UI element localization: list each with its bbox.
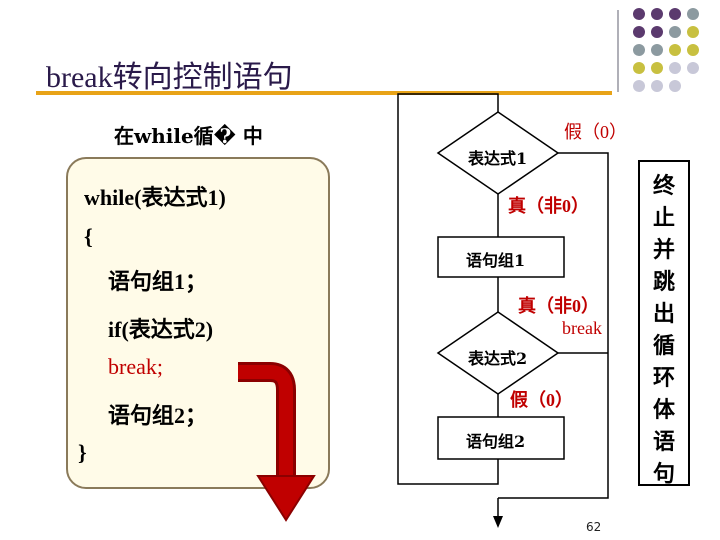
break-label: break bbox=[562, 318, 602, 338]
side-note-char: 环 bbox=[652, 365, 675, 391]
side-note-char: 循 bbox=[652, 333, 675, 359]
code-line-while: while(表达式1) bbox=[84, 185, 226, 210]
section-subtitle: 在while循� 中 bbox=[114, 124, 263, 148]
code-line-break: break; bbox=[108, 354, 163, 379]
code-line-if: if(表达式2) bbox=[108, 317, 214, 342]
dot bbox=[669, 80, 681, 92]
code-line-close-brace: } bbox=[78, 440, 87, 465]
header-divider bbox=[617, 10, 619, 92]
dot bbox=[669, 62, 681, 74]
loop-back-line bbox=[397, 93, 499, 485]
exit-arrow-head bbox=[493, 516, 503, 528]
dot bbox=[651, 80, 663, 92]
dot bbox=[669, 8, 681, 20]
side-note-box: 终 止 并 跳 出 循 环 体 语 句 bbox=[638, 160, 690, 487]
dot bbox=[651, 44, 663, 56]
side-note-char: 出 bbox=[652, 301, 675, 327]
break-arrow-head bbox=[256, 475, 316, 522]
cond2-label: 表达式2 bbox=[468, 349, 528, 368]
dot bbox=[669, 26, 681, 38]
side-note-char: 句 bbox=[652, 461, 675, 487]
dot bbox=[687, 26, 699, 38]
stmt2-label: 语句组2 bbox=[466, 432, 526, 451]
cond1-label: 表达式1 bbox=[468, 149, 528, 168]
true2-label: 真（非0） bbox=[518, 296, 599, 316]
side-note-char: 语 bbox=[652, 429, 675, 455]
dot bbox=[633, 80, 645, 92]
false1-label: 假（0） bbox=[564, 122, 627, 142]
stmt1-label: 语句组1 bbox=[466, 251, 526, 270]
decorative-dot-grid bbox=[633, 8, 717, 92]
code-line-stmt2: 语句组2； bbox=[108, 403, 208, 428]
side-note-char: 并 bbox=[652, 237, 675, 263]
side-note-char: 终 bbox=[652, 173, 675, 199]
dot bbox=[651, 26, 663, 38]
dot bbox=[687, 44, 699, 56]
code-line-stmt1: 语句组1； bbox=[108, 269, 208, 294]
side-note-char: 跳 bbox=[652, 269, 675, 295]
code-line-open-brace: { bbox=[84, 224, 93, 249]
dot bbox=[669, 44, 681, 56]
dot bbox=[633, 44, 645, 56]
stmt-box-1 bbox=[437, 236, 565, 278]
false-exit-line bbox=[498, 152, 609, 499]
page-number: 62 bbox=[586, 520, 602, 534]
false2-label: 假（0） bbox=[510, 390, 573, 410]
title-underline bbox=[36, 91, 612, 95]
dot bbox=[633, 26, 645, 38]
true1-label: 真（非0） bbox=[508, 196, 589, 216]
dot bbox=[633, 62, 645, 74]
dot bbox=[633, 8, 645, 20]
break-jump-arrow bbox=[238, 362, 296, 476]
page-title: break转向控制语句 bbox=[46, 61, 293, 94]
dot bbox=[687, 8, 699, 20]
dot bbox=[651, 8, 663, 20]
stmt-box-2 bbox=[437, 416, 565, 460]
side-note-char: 体 bbox=[652, 397, 675, 423]
dot bbox=[651, 62, 663, 74]
dot bbox=[687, 62, 699, 74]
side-note-char: 止 bbox=[652, 205, 675, 231]
